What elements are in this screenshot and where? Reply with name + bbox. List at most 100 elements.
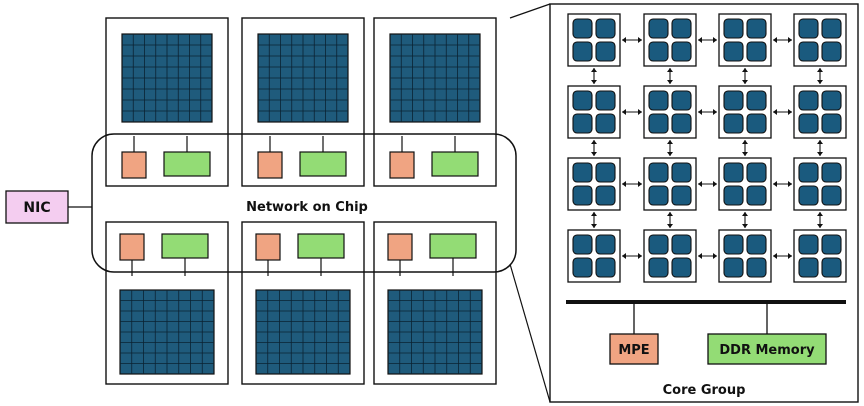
cpe-array (387, 289, 483, 375)
mesh-arrowhead (667, 224, 673, 228)
compute-core (595, 162, 616, 183)
mesh-link-horizontal (622, 181, 642, 187)
mesh-link-horizontal (698, 181, 717, 187)
cpe-cluster (567, 13, 621, 67)
mesh-arrowhead (713, 253, 717, 259)
zoom-line-top (509, 3, 551, 19)
compute-core (723, 162, 744, 183)
cpe-array (257, 33, 349, 123)
mesh-arrowhead (622, 181, 626, 187)
compute-core (821, 257, 842, 278)
compute-core (821, 90, 842, 111)
mesh-arrowhead (667, 212, 673, 216)
mesh-link-vertical (667, 140, 673, 156)
core-group-frame (105, 17, 229, 187)
mesh-arrowhead (698, 181, 702, 187)
mesh-link-horizontal (622, 109, 642, 115)
mesh-arrowhead (622, 109, 626, 115)
mpe-box (609, 333, 659, 365)
mpe-block (387, 233, 413, 261)
mesh-link-vertical (667, 68, 673, 84)
compute-core (723, 18, 744, 39)
compute-core (595, 113, 616, 134)
core-group-top-2 (241, 17, 365, 187)
compute-core (723, 113, 744, 134)
compute-core (572, 41, 593, 62)
compute-core (648, 185, 669, 206)
mpe-label: MPE (618, 343, 649, 358)
cpe-array (121, 33, 213, 123)
nic-label: NIC (23, 200, 50, 216)
compute-core (723, 90, 744, 111)
compute-core (595, 185, 616, 206)
mesh-arrowhead (713, 37, 717, 43)
mesh-link-horizontal (698, 253, 717, 259)
compute-core (648, 257, 669, 278)
mesh-arrowhead (591, 212, 597, 216)
compute-core (723, 41, 744, 62)
mesh-arrowhead (698, 109, 702, 115)
compute-core (798, 162, 819, 183)
compute-core (595, 234, 616, 255)
mesh-link-horizontal (622, 37, 642, 43)
cpe-cluster (643, 157, 697, 211)
cpe-cluster (793, 85, 847, 139)
cpe-array (389, 33, 481, 123)
compute-core (572, 18, 593, 39)
network-on-chip-label: Network on Chip (246, 200, 368, 215)
mesh-arrowhead (713, 181, 717, 187)
cpe-cluster (718, 229, 772, 283)
core-group-top-1 (105, 17, 229, 187)
mesh-link-horizontal (698, 37, 717, 43)
compute-core (595, 90, 616, 111)
mesh-arrowhead (638, 37, 642, 43)
ddr-memory-label: DDR Memory (719, 343, 815, 358)
compute-core (671, 162, 692, 183)
compute-core (798, 257, 819, 278)
core-group-frame (105, 221, 229, 385)
mpe-block (119, 233, 145, 261)
cpe-cluster (718, 85, 772, 139)
cpe-cluster (567, 85, 621, 139)
core-group-bottom-1 (105, 221, 229, 385)
compute-core (746, 257, 767, 278)
ddr-block (163, 151, 211, 177)
mesh-link-vertical (817, 140, 823, 156)
mesh-link-horizontal (698, 109, 717, 115)
cpe-cluster (643, 229, 697, 283)
compute-core (671, 41, 692, 62)
mesh-link-vertical (591, 68, 597, 84)
core-group-frame (241, 221, 365, 385)
compute-core (572, 162, 593, 183)
mesh-arrowhead (773, 37, 777, 43)
mesh-arrowhead (638, 181, 642, 187)
compute-core (671, 234, 692, 255)
mesh-link-vertical (817, 68, 823, 84)
compute-core (723, 257, 744, 278)
compute-core (572, 113, 593, 134)
compute-core (798, 113, 819, 134)
compute-core (746, 185, 767, 206)
cpe-array (255, 289, 351, 375)
ddr-block (297, 233, 345, 259)
cpe-cluster (643, 85, 697, 139)
cpe-cluster (793, 157, 847, 211)
cpe-cluster (567, 229, 621, 283)
core-group-bottom-2 (241, 221, 365, 385)
core-groups (105, 17, 497, 385)
mesh-arrowhead (817, 224, 823, 228)
mesh-arrowhead (773, 109, 777, 115)
mesh-arrowhead (713, 109, 717, 115)
mesh-arrowhead (591, 140, 597, 144)
compute-core (821, 41, 842, 62)
mesh-link-horizontal (622, 253, 642, 259)
compute-core (821, 162, 842, 183)
nic-box (5, 190, 69, 224)
mesh-arrowhead (591, 80, 597, 84)
mesh-arrowhead (667, 68, 673, 72)
compute-core (746, 162, 767, 183)
mesh-arrowhead (591, 224, 597, 228)
compute-core (821, 234, 842, 255)
compute-core (648, 234, 669, 255)
